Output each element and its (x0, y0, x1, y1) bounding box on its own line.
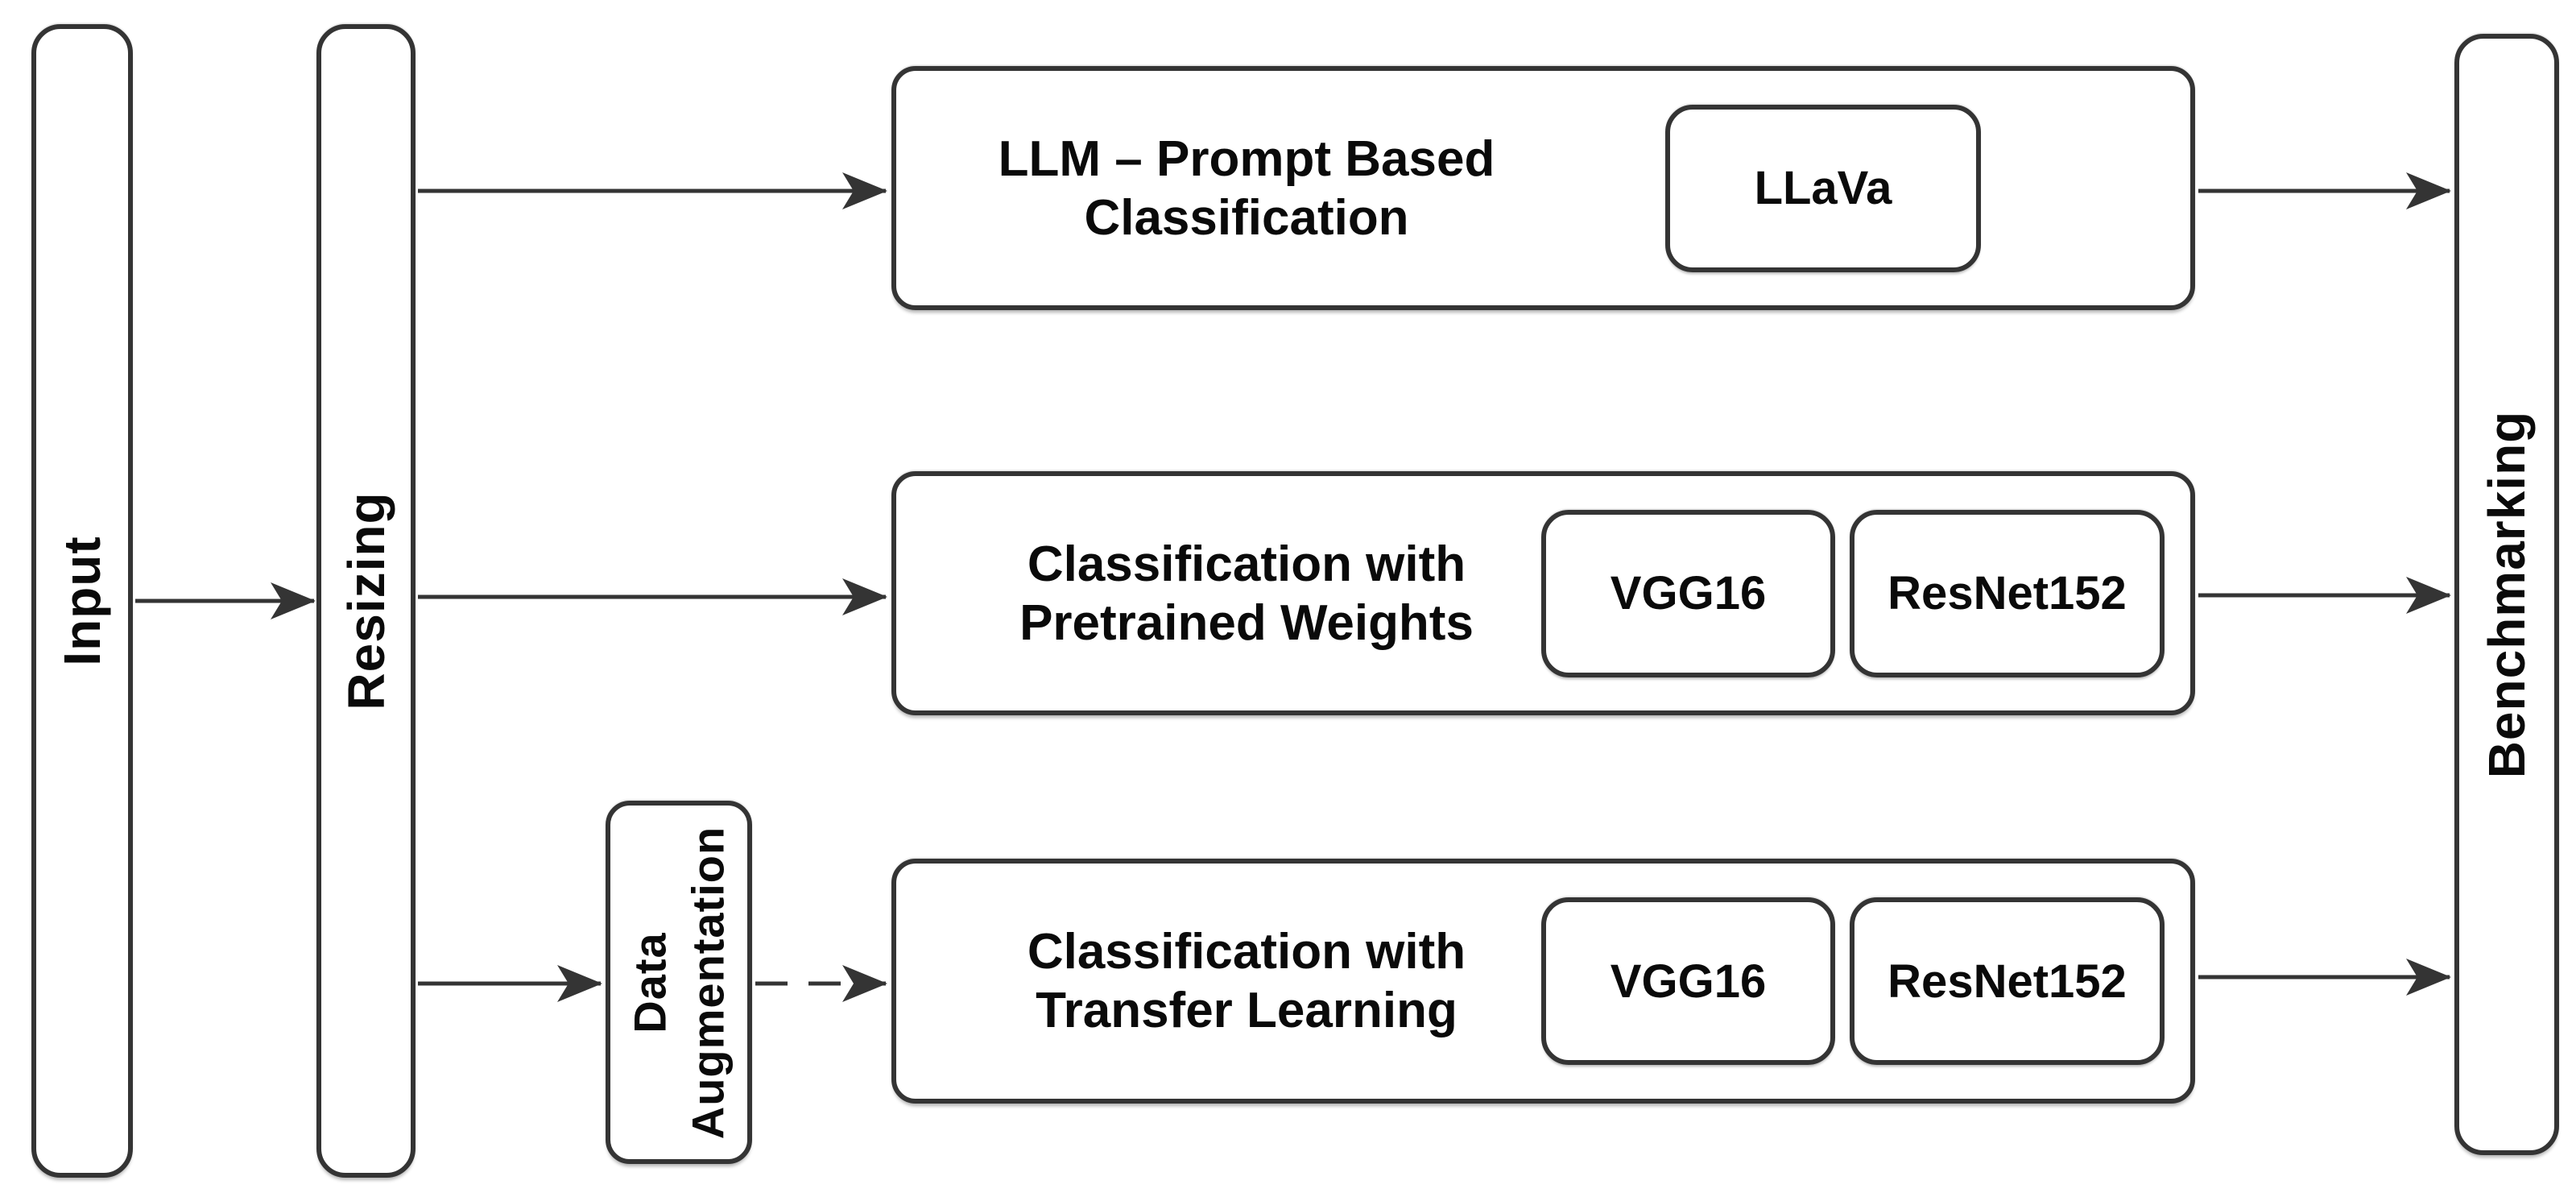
branch-llm-prompt-based: LLM – Prompt Based Classification LLaVa (891, 66, 2195, 310)
node-data-augmentation-label: Data Augmentation (621, 826, 736, 1138)
branch-llm-title-line1: LLM – Prompt Based (998, 130, 1495, 187)
branch-transfer-title-line1: Classification with (1027, 923, 1466, 980)
model-chip-vgg16-pretrained: VGG16 (1541, 509, 1835, 677)
model-chip-llava: LLaVa (1665, 104, 1981, 272)
branch-pretrained-title-line1: Classification with (1027, 536, 1466, 592)
node-input: Input (31, 24, 133, 1178)
branch-transfer-learning: Classification with Transfer Learning VG… (891, 859, 2195, 1104)
node-benchmarking: Benchmarking (2454, 34, 2559, 1155)
node-input-label: Input (53, 536, 111, 666)
node-benchmarking-label: Benchmarking (2478, 410, 2536, 779)
data-augmentation-line2: Augmentation (682, 826, 733, 1139)
branch-llm-title-line2: Classification (1084, 189, 1409, 246)
node-resizing-label: Resizing (337, 491, 395, 710)
model-chip-resnet152-pretrained: ResNet152 (1850, 509, 2165, 677)
branch-transfer-title: Classification with Transfer Learning (945, 922, 1548, 1040)
model-chip-resnet152-transfer: ResNet152 (1850, 897, 2165, 1065)
data-augmentation-line1: Data (624, 931, 676, 1033)
branch-pretrained-title-line2: Pretrained Weights (1019, 594, 1474, 651)
node-resizing: Resizing (316, 24, 416, 1178)
branch-pretrained-weights: Classification with Pretrained Weights V… (891, 471, 2195, 715)
branch-transfer-title-line2: Transfer Learning (1036, 983, 1458, 1038)
branch-llm-title: LLM – Prompt Based Classification (945, 129, 1548, 246)
model-chip-vgg16-transfer: VGG16 (1541, 897, 1835, 1065)
node-data-augmentation: Data Augmentation (606, 801, 752, 1164)
branch-pretrained-title: Classification with Pretrained Weights (945, 534, 1548, 652)
